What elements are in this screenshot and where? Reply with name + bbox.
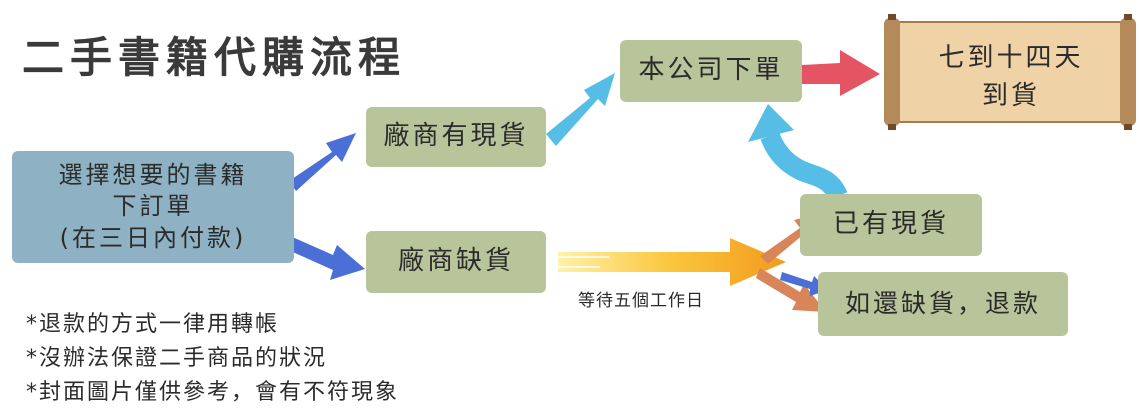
- note-item: *沒辦法保證二手商品的狀況: [26, 346, 328, 371]
- company-order-box: 本公司下單: [620, 40, 802, 102]
- start-order-box: 選擇想要的書籍 下訂單 (在三日內付款): [12, 151, 294, 263]
- arrow-start-to-in-stock: [289, 133, 356, 191]
- note-item: *封面圖片僅供參考，會有不符現象: [26, 380, 400, 405]
- vendor-in-stock-box: 廠商有現貨: [366, 107, 546, 167]
- vendor-out-of-stock-box: 廠商缺貨: [366, 231, 546, 293]
- arrow-now-in-stock-to-company: [748, 104, 848, 201]
- arrival-text: 七到十四天 到貨: [938, 43, 1084, 111]
- arrow-in-stock-to-company: [546, 73, 615, 146]
- arrow-wait-period: [558, 238, 786, 286]
- wait-label: 等待五個工作日: [578, 291, 704, 311]
- page-title: 二手書籍代購流程: [22, 33, 407, 82]
- arrow-start-to-out-of-stock: [286, 236, 365, 280]
- now-in-stock-box: 已有現貨: [800, 194, 982, 256]
- arrow-branch-to-still-out: [756, 268, 828, 312]
- note-item: *退款的方式一律用轉帳: [26, 312, 280, 337]
- arrow-company-to-arrival: [802, 50, 880, 96]
- still-out-of-stock-box: 如還缺貨，退款: [818, 272, 1068, 336]
- scroll-graphic: [884, 14, 1136, 130]
